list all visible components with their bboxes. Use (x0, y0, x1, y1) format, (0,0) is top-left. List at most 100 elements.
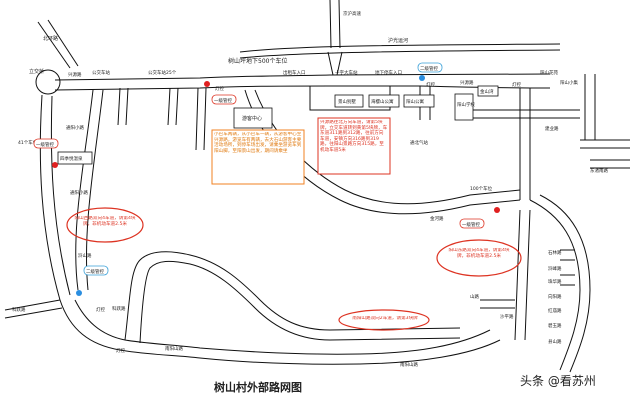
yangshan-garden-label: 阳山花苑 (540, 69, 558, 76)
keji-road-left-label: 科跃路 (12, 306, 26, 313)
vertical-small-2 (167, 87, 179, 126)
jianye-road-label: 建业路 (545, 125, 559, 132)
interchange-label: 立交桥 (29, 68, 44, 75)
right-vertical-2 (514, 209, 531, 341)
note-ellipse-bottom (338, 309, 430, 331)
tongyang-road-label-2: 通阳小路 (70, 189, 88, 196)
shan-road-label: 山路 (470, 293, 479, 300)
hongmiao-label: 红庙路 (548, 307, 562, 314)
vertical-small-3 (195, 87, 207, 151)
traffic-light-3: 灯控 (426, 81, 435, 88)
red-right-note-text: 阳山东路双向4车道，请第4块牌，非机动车道2.5米 (448, 248, 510, 259)
shizi-label: 十字大车站 (335, 69, 358, 76)
interchange-circle (35, 69, 61, 95)
signal-dot-red-3 (494, 207, 500, 213)
jinghu-expressway (327, 0, 343, 76)
taxi-entrance-label: 出租车入口 (283, 69, 306, 76)
north-loop-label: 北环路 (43, 35, 58, 42)
south-yangshan-label: 南阳山路 (400, 361, 418, 368)
hufeng-label: 浒峰路 (548, 265, 562, 272)
parking-41: 41个车位 (18, 139, 38, 146)
traffic-light-2: 灯控 (116, 347, 125, 354)
yangshan-school (454, 93, 474, 121)
control-badge-red-3 (459, 218, 485, 229)
right-top-vertical (584, 74, 596, 140)
parking-100: 100个车位 (470, 185, 493, 192)
signal-dot-blue-2 (419, 75, 425, 81)
jinshan-bay (477, 85, 499, 97)
tongbei-label: 通北气站 (410, 139, 428, 146)
keji-road-label: 科跃路 (112, 305, 126, 312)
shaping-label: 沙平路 (500, 313, 514, 320)
jingshan-villa-label: 景山别墅 (338, 98, 356, 105)
traffic-light-1: 灯控 (96, 306, 105, 313)
road-label-xingzhen: 兴源路 (68, 71, 82, 78)
map-title: 树山村外部路网图 (214, 380, 302, 394)
signal-dot-red-1 (204, 81, 210, 87)
right-vertical-1 (519, 88, 531, 200)
control-badge-blue-2 (417, 62, 443, 73)
traffic-light-5: 灯控 (215, 85, 224, 92)
haiying-apartment (368, 94, 400, 108)
control-badge-red-2-label: 一级管控 (214, 97, 232, 104)
left-vertical-east (50, 95, 71, 296)
tongyang-road-label-1: 通阳小路 (66, 124, 84, 131)
right-top-horiz (470, 109, 580, 119)
vertical-small-1 (117, 87, 129, 126)
east-road-inner (539, 194, 591, 373)
visitor-center (233, 107, 273, 129)
note-ellipse-left (66, 207, 144, 243)
watermark: 头条 @看苏州 (520, 374, 596, 388)
xingyuan-east-label: 兴源路 (460, 79, 474, 86)
yangshan-apartment (403, 94, 435, 108)
nw-diagonal (37, 21, 71, 69)
visitor-center-label: 游客中心 (242, 115, 262, 122)
red-bottom-note-text: 南阳山路双向2车道，请第3块牌 (352, 316, 418, 321)
keji-road (4, 299, 63, 319)
bus-stop-east: 公交车站 (92, 69, 110, 76)
right-branches (480, 139, 630, 309)
south-yangshan-left-label: 南阳山路 (165, 345, 183, 352)
control-badge-blue-2-label: 二级管控 (420, 65, 438, 72)
luhua-label: 碧玉路 (548, 322, 562, 329)
control-badge-red-3-label: 一级管控 (462, 221, 480, 228)
yangshan-school-label: 阳山学校 (457, 101, 475, 108)
mid-curve-west (124, 251, 461, 341)
left-vertical-west (39, 94, 61, 301)
underground-parking-label: 地下停车入口 (375, 69, 402, 76)
orange-note-text: 小巴车两辆，从小巴车一辆，从游客中心至兴源路，游览车有两辆，去大石山游客主要活动… (214, 132, 302, 154)
control-badge-red-2 (211, 94, 237, 105)
siji-hot-spring (57, 151, 93, 165)
xiangyang-label: 向阳路 (548, 293, 562, 300)
control-badge-red-1 (33, 138, 59, 149)
note-ellipse-right (436, 239, 522, 277)
signal-dot-blue-1 (76, 290, 82, 296)
mid-curve-east (139, 260, 461, 344)
xianshan-label: 县山路 (548, 338, 562, 345)
red-left-note-text: 阳山西路双向4车道，请第4块牌，非机动车道2.5米 (74, 216, 136, 227)
control-badge-red-1-label: 一级管控 (36, 141, 54, 148)
shilin-label: 石林路 (548, 249, 562, 256)
lishan-road-label: 浒山路 (78, 252, 92, 259)
control-badge-blue-1-label: 二级管控 (86, 268, 104, 275)
note-box-orange (211, 129, 305, 185)
control-badge-blue-1 (83, 265, 109, 276)
siji-hot-spring-label: 四季悦温泉 (60, 155, 83, 162)
jinghu-label: 京沪高速 (343, 10, 361, 17)
south-loop-inner (74, 299, 491, 355)
jingshan-villa (334, 94, 364, 108)
yangshan-apartment-label: 阳山公寓 (406, 98, 424, 105)
yangshan-west-road-1 (75, 89, 94, 291)
north-road-bottom (54, 85, 551, 91)
huguang-label: 沪光运河 (388, 37, 408, 44)
east-road-outer (529, 199, 581, 371)
south-loop-outer (59, 299, 501, 365)
note-box-red (317, 117, 391, 175)
huguang-highway-line2 (239, 49, 561, 59)
north-road-top (54, 73, 551, 81)
yangshan-small-label: 阳山小集 (560, 79, 578, 86)
zhuhua-label: 珠华路 (548, 278, 562, 285)
huguang-highway-line (239, 43, 561, 53)
